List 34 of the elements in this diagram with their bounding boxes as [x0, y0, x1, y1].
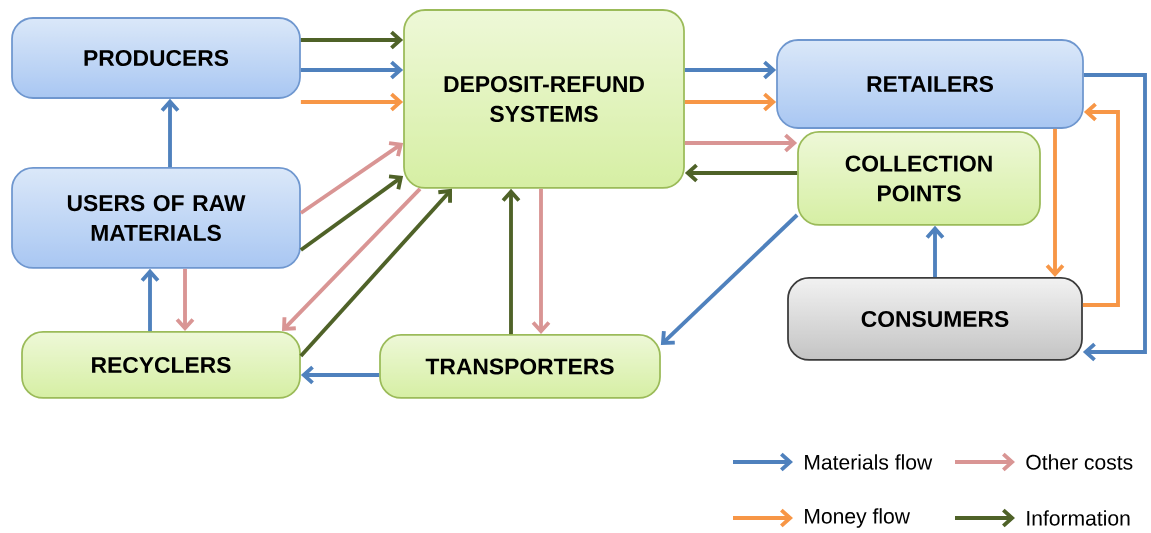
process-box: RETAILERS: [776, 39, 1084, 129]
arrow: [531, 188, 551, 335]
process-box: RECYCLERS: [21, 331, 301, 399]
arrow: [684, 92, 777, 112]
arrow: [299, 188, 452, 358]
arrow: [160, 98, 180, 168]
arrow: [660, 213, 799, 345]
arrow: [282, 187, 422, 332]
arrow: [684, 60, 777, 80]
arrow: [175, 268, 195, 332]
arrow: [300, 92, 404, 112]
arrow: [299, 141, 404, 215]
legend-label: Money flow: [805, 508, 910, 528]
arrow: [684, 163, 798, 183]
arrow: [684, 133, 798, 153]
arrow: [1082, 73, 1147, 362]
legend-label: Information: [1027, 510, 1130, 526]
process-box: CONSUMERS: [787, 277, 1083, 361]
process-box: USERS OF RAW MATERIALS: [11, 167, 301, 269]
process-box: TRANSPORTERS: [379, 334, 661, 399]
process-box: PRODUCERS: [11, 17, 301, 99]
arrow: [299, 174, 404, 252]
process-box: COLLECTION POINTS: [797, 131, 1041, 226]
arrow: [300, 365, 380, 385]
arrow: [1082, 102, 1120, 307]
process-box: DEPOSIT-REFUND SYSTEMS: [403, 9, 685, 189]
legend-label: Other costs: [1026, 454, 1133, 470]
legend-label: Materials flow: [805, 454, 933, 470]
arrow: [140, 268, 160, 332]
arrow: [300, 30, 404, 50]
arrow: [925, 225, 945, 278]
arrow: [300, 60, 404, 80]
arrow: [1045, 128, 1065, 278]
arrow: [501, 188, 521, 335]
